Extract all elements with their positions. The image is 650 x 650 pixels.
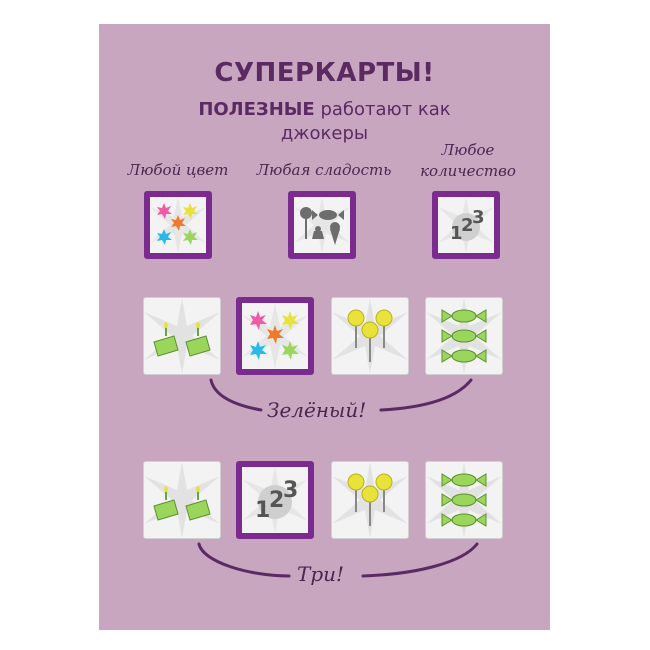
cake-icon: [144, 462, 220, 538]
numbers-123-icon: 1 2 3: [242, 467, 308, 533]
numbers-123-icon: 1 2 3: [438, 197, 494, 253]
candy-icon: [426, 298, 502, 374]
subtitle: ПОЛЕЗНЫЕ работают как джокеры: [99, 98, 550, 146]
subtitle-line2: джокеры: [280, 123, 369, 144]
sweets-icon: [294, 197, 350, 253]
label-any-sweet: Любая сладость: [256, 161, 392, 179]
candy-icon: [426, 462, 502, 538]
joker-any-color-card: [144, 191, 212, 259]
poster-panel: СУПЕРКАРТЫ! ПОЛЕЗНЫЕ работают как джокер…: [99, 24, 550, 630]
subtitle-rest: работают как: [314, 99, 451, 120]
three-example-label: Три!: [297, 562, 345, 586]
svg-text:2: 2: [269, 488, 284, 513]
svg-text:1: 1: [255, 498, 270, 523]
joker-any-count-card: 1 2 3: [432, 191, 500, 259]
svg-text:3: 3: [283, 478, 298, 503]
label-any-count-line2: количество: [420, 162, 516, 180]
card-green-cakes-2: [143, 461, 221, 539]
label-any-count: Любое количество: [413, 140, 523, 182]
color-splashes-icon: [150, 197, 206, 253]
svg-text:1: 1: [450, 223, 463, 244]
svg-text:2: 2: [461, 215, 474, 236]
card-joker-count: 1 2 3: [236, 461, 314, 539]
page-title: СУПЕРКАРТЫ!: [214, 58, 435, 88]
color-splashes-icon: [242, 303, 308, 369]
card-yellow-lollipops-2: [331, 461, 409, 539]
label-any-count-line1: Любое: [441, 141, 495, 159]
card-joker-color: [236, 297, 314, 375]
cake-icon: [144, 298, 220, 374]
lollipop-icon: [332, 462, 408, 538]
card-green-candies: [425, 297, 503, 375]
label-any-color: Любой цвет: [127, 161, 229, 179]
card-yellow-lollipops: [331, 297, 409, 375]
joker-any-sweet-card: [288, 191, 356, 259]
svg-text:3: 3: [472, 207, 485, 228]
green-example-label: Зелёный!: [267, 398, 367, 422]
lollipop-icon: [332, 298, 408, 374]
subtitle-bold: ПОЛЕЗНЫЕ: [198, 99, 315, 120]
card-green-cakes: [143, 297, 221, 375]
card-green-candies-2: [425, 461, 503, 539]
